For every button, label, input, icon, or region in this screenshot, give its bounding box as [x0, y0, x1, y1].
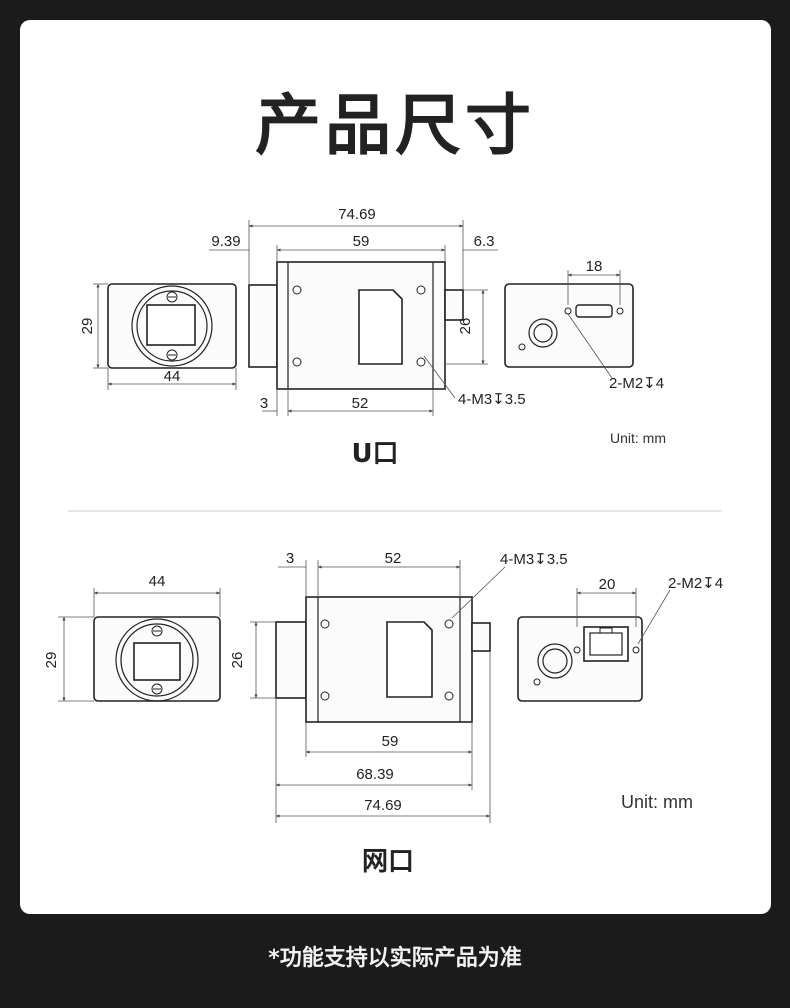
- gige-section-label: 网口: [362, 847, 414, 877]
- usb-dim-mount-span: 52: [352, 395, 369, 412]
- gige-dim-rear-span: 20: [599, 576, 616, 593]
- gige-front-view: [93, 616, 221, 702]
- usb-dim-screws: 4-M3↧3.5: [458, 391, 526, 408]
- gige-rear-view: [517, 616, 643, 702]
- usb-dim-back: 6.3: [474, 233, 495, 250]
- gige-unit-label: Unit: mm: [621, 792, 693, 812]
- usb-dim-rear-screws: 2-M2↧4: [609, 375, 664, 392]
- gige-dim-body: 59: [382, 733, 399, 750]
- gige-dim-total: 74.69: [364, 797, 402, 814]
- usb-dim-offset: 3: [260, 395, 268, 412]
- usb-dim-side-height: 26: [457, 318, 474, 335]
- usb-unit-label: Unit: mm: [610, 430, 666, 446]
- usb-dim-total: 74.69: [338, 206, 376, 223]
- usb-dimension-lines: [93, 220, 621, 416]
- gige-dim-mount-span: 52: [385, 550, 402, 567]
- gige-dim-mid: 68.39: [356, 766, 394, 783]
- gige-side-view: [275, 596, 491, 723]
- usb-dim-body: 59: [353, 233, 370, 250]
- usb-side-view: [248, 261, 464, 390]
- usb-dim-rear-span: 18: [586, 258, 603, 275]
- gige-dim-screws: 4-M3↧3.5: [500, 551, 568, 568]
- gige-dim-offset: 3: [286, 550, 294, 567]
- usb-dim-height: 29: [79, 318, 96, 335]
- content-card: [20, 20, 771, 914]
- usb-section-label: U口: [351, 439, 398, 469]
- gige-dimension-lines: [58, 560, 671, 823]
- page-title: 产品尺寸: [255, 87, 535, 164]
- usb-dim-width: 44: [164, 368, 181, 385]
- gige-dim-width: 44: [149, 573, 166, 590]
- usb-rear-view: [504, 283, 634, 368]
- usb-dim-front: 9.39: [211, 233, 240, 250]
- gige-dim-height: 29: [43, 652, 60, 669]
- usb-front-view: [107, 283, 237, 369]
- gige-dim-side-height: 26: [229, 652, 246, 669]
- footer-note: *功能支持以实际产品为准: [268, 946, 522, 971]
- gige-dim-rear-screws: 2-M2↧4: [668, 575, 723, 592]
